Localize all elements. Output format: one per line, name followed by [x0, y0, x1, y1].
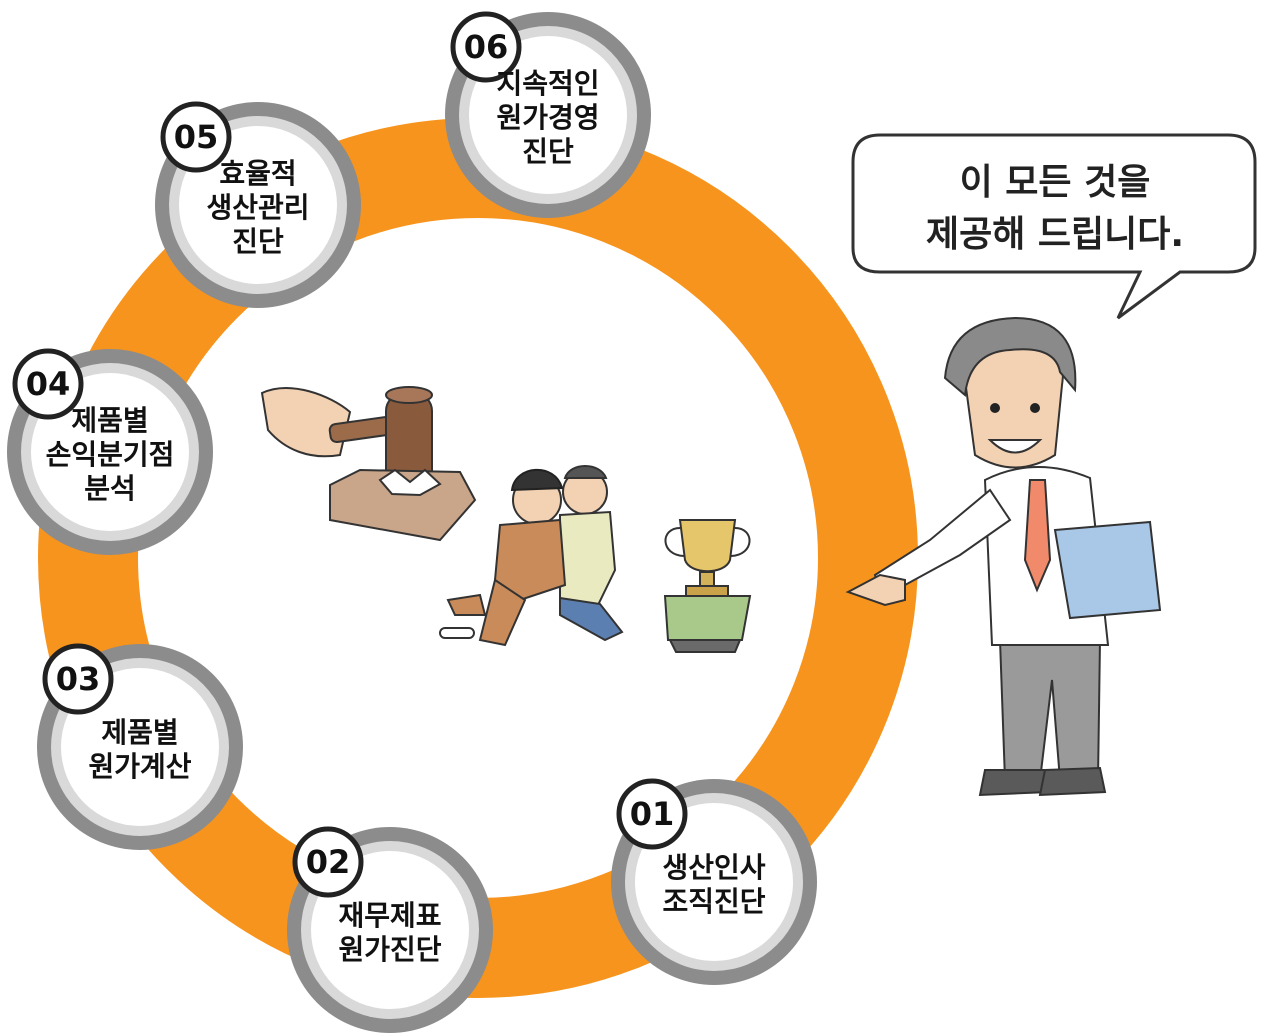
step-inner-disc — [179, 126, 337, 284]
left-shoe-icon — [978, 769, 1050, 797]
step-label-line: 원가경영 — [496, 101, 599, 134]
speech-bubble-line-1: 이 모든 것을 — [960, 162, 1151, 203]
step-inner-disc — [311, 851, 469, 1009]
step-inner-disc — [61, 668, 219, 826]
step-label-line: 진단 — [522, 135, 574, 168]
speech-bubble: 이 모든 것을 제공해 드립니다. — [851, 133, 1257, 320]
trousers-icon — [998, 639, 1102, 781]
speech-bubble-line-2: 제공해 드립니다. — [926, 214, 1184, 255]
sound-block-icon — [329, 468, 477, 542]
hand-with-gavel-icon — [260, 386, 433, 494]
step-inner-disc — [469, 36, 627, 194]
step-number-badge — [160, 101, 232, 173]
step-number: 06 — [464, 28, 509, 66]
step-number-badge — [616, 778, 688, 850]
steps-layer: 01생산인사조직진단02재무제표원가진단03제품별원가계산04제품별손익분기점분… — [7, 11, 817, 1033]
runners-icon — [439, 465, 624, 647]
step-label-line: 분석 — [84, 472, 136, 505]
businessman-pointing-illustration — [845, 316, 1162, 797]
step-label-line: 제품별 — [71, 404, 148, 437]
step-inner-disc — [635, 803, 793, 961]
step-label-line: 생산관리 — [206, 191, 309, 224]
step-label-line: 효율적 — [219, 157, 296, 190]
step-label-line: 조직진단 — [662, 885, 765, 918]
step-number-badge — [12, 348, 84, 420]
pointing-hand-icon — [845, 573, 906, 607]
trophy-icon — [663, 519, 752, 653]
step-number: 02 — [306, 843, 351, 881]
step-number-badge — [42, 643, 114, 715]
step-number: 04 — [26, 365, 71, 403]
speech-bubble-shape — [851, 133, 1257, 320]
step-number: 03 — [56, 660, 101, 698]
folder-icon — [1053, 520, 1162, 620]
step-number: 01 — [630, 795, 675, 833]
step-number-badge — [450, 11, 522, 83]
step-inner-disc — [31, 373, 189, 531]
right-shoe-icon — [1038, 766, 1107, 797]
gavel-race-trophy-illustration — [260, 386, 752, 653]
step-label-line: 지속적인 — [496, 67, 599, 100]
step-label-line: 재무제표 — [338, 899, 441, 932]
step-label-line: 원가진단 — [338, 933, 441, 966]
step-label-line: 원가계산 — [88, 750, 191, 783]
necktie-icon — [1023, 479, 1052, 593]
step-number-badge — [292, 826, 364, 898]
step-label-line: 생산인사 — [662, 851, 765, 884]
presenter-hair-icon — [943, 316, 1077, 397]
step-label-line: 제품별 — [101, 716, 178, 749]
step-label-line: 진단 — [232, 225, 284, 258]
step-label-line: 손익분기점 — [46, 438, 175, 471]
step-number: 05 — [174, 118, 219, 156]
